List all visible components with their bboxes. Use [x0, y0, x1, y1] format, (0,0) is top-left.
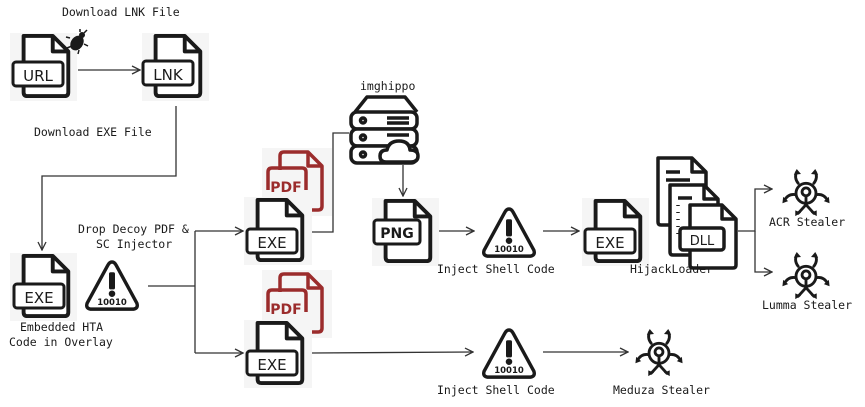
decoy-bottom-node: PDF EXE: [244, 270, 332, 388]
exe-hijack-node: EXE: [582, 198, 649, 266]
shellcode-node-3: 10010: [481, 328, 537, 379]
shellcode-badge: 10010: [97, 298, 127, 308]
line-exe-to-imghippo: [312, 132, 349, 233]
label-meduza-stealer: Meduza Stealer: [613, 383, 710, 397]
file-dll-stack-icon: [656, 156, 738, 270]
pdf-tag: PDF: [270, 180, 301, 196]
label-hijackloader: HijackLoader: [630, 262, 714, 276]
lnk-file-node: LNK: [141, 33, 209, 101]
label-embedded-hta-1: Embedded HTA: [20, 320, 104, 334]
label-imghippo: imghippo: [360, 79, 416, 93]
arrow-to-acr: [738, 189, 772, 232]
shellcode-badge: 10010: [494, 366, 524, 376]
exe-tag: EXE: [257, 356, 286, 374]
label-inject-shell-top: Inject Shell Code: [437, 262, 555, 276]
exe-initial-node: EXE: [10, 253, 77, 321]
label-embedded-hta-2: Code in Overlay: [9, 335, 113, 349]
pdf-tag: PDF: [270, 302, 301, 318]
label-inject-shell-bottom: Inject Shell Code: [437, 383, 555, 397]
exe-tag: EXE: [257, 234, 286, 252]
url-tag: URL: [23, 67, 53, 85]
bug-icon: [65, 29, 89, 55]
decoy-top-node: PDF EXE: [244, 148, 332, 265]
arrow-to-lumma: [754, 231, 772, 272]
exe-tag: EXE: [24, 289, 53, 307]
dll-tag: DLL: [690, 234, 715, 249]
shellcode-node-1: 10010: [84, 260, 140, 311]
connectors: [42, 70, 772, 353]
label-download-exe: Download EXE File: [34, 125, 152, 139]
lumma-stealer-icon: [781, 252, 831, 301]
cloud-server-icon: [349, 95, 420, 165]
shellcode-node-2: 10010: [481, 207, 537, 258]
url-file-node: URL: [10, 29, 89, 101]
label-lumma-stealer: Lumma Stealer: [762, 298, 853, 312]
label-drop-decoy-2: SC Injector: [96, 237, 173, 251]
arrow-lnk-to-exe: [42, 106, 177, 250]
png-file-node: PNG: [372, 198, 439, 266]
meduza-stealer-icon: [634, 329, 684, 378]
acr-stealer-icon: [781, 169, 831, 218]
exe-tag: EXE: [595, 234, 624, 252]
label-drop-decoy-1: Drop Decoy PDF &: [78, 222, 189, 236]
lnk-tag: LNK: [153, 66, 184, 84]
arrow-exe-to-shellcode-bottom: [311, 352, 473, 353]
label-acr-stealer: ACR Stealer: [769, 215, 846, 229]
imghippo-server-node: [349, 95, 420, 165]
png-tag: PNG: [380, 226, 413, 242]
hijackloader-node: DLL: [656, 156, 738, 270]
shellcode-badge: 10010: [494, 245, 524, 255]
label-download-lnk: Download LNK File: [62, 5, 180, 19]
